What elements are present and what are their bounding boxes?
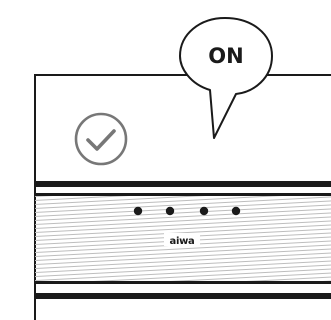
- indicator-dot: [200, 207, 208, 215]
- indicator-dot: [166, 207, 174, 215]
- on-speech-bubble: ON: [180, 18, 272, 138]
- indicator-dot: [232, 207, 240, 215]
- top-stripes: [35, 181, 331, 196]
- check-circle-icon: [76, 114, 126, 164]
- aiwa-logo: aiwa: [170, 236, 195, 247]
- indicator-dot: [134, 207, 142, 215]
- bottom-stripes: [35, 281, 331, 299]
- on-label: ON: [208, 44, 243, 68]
